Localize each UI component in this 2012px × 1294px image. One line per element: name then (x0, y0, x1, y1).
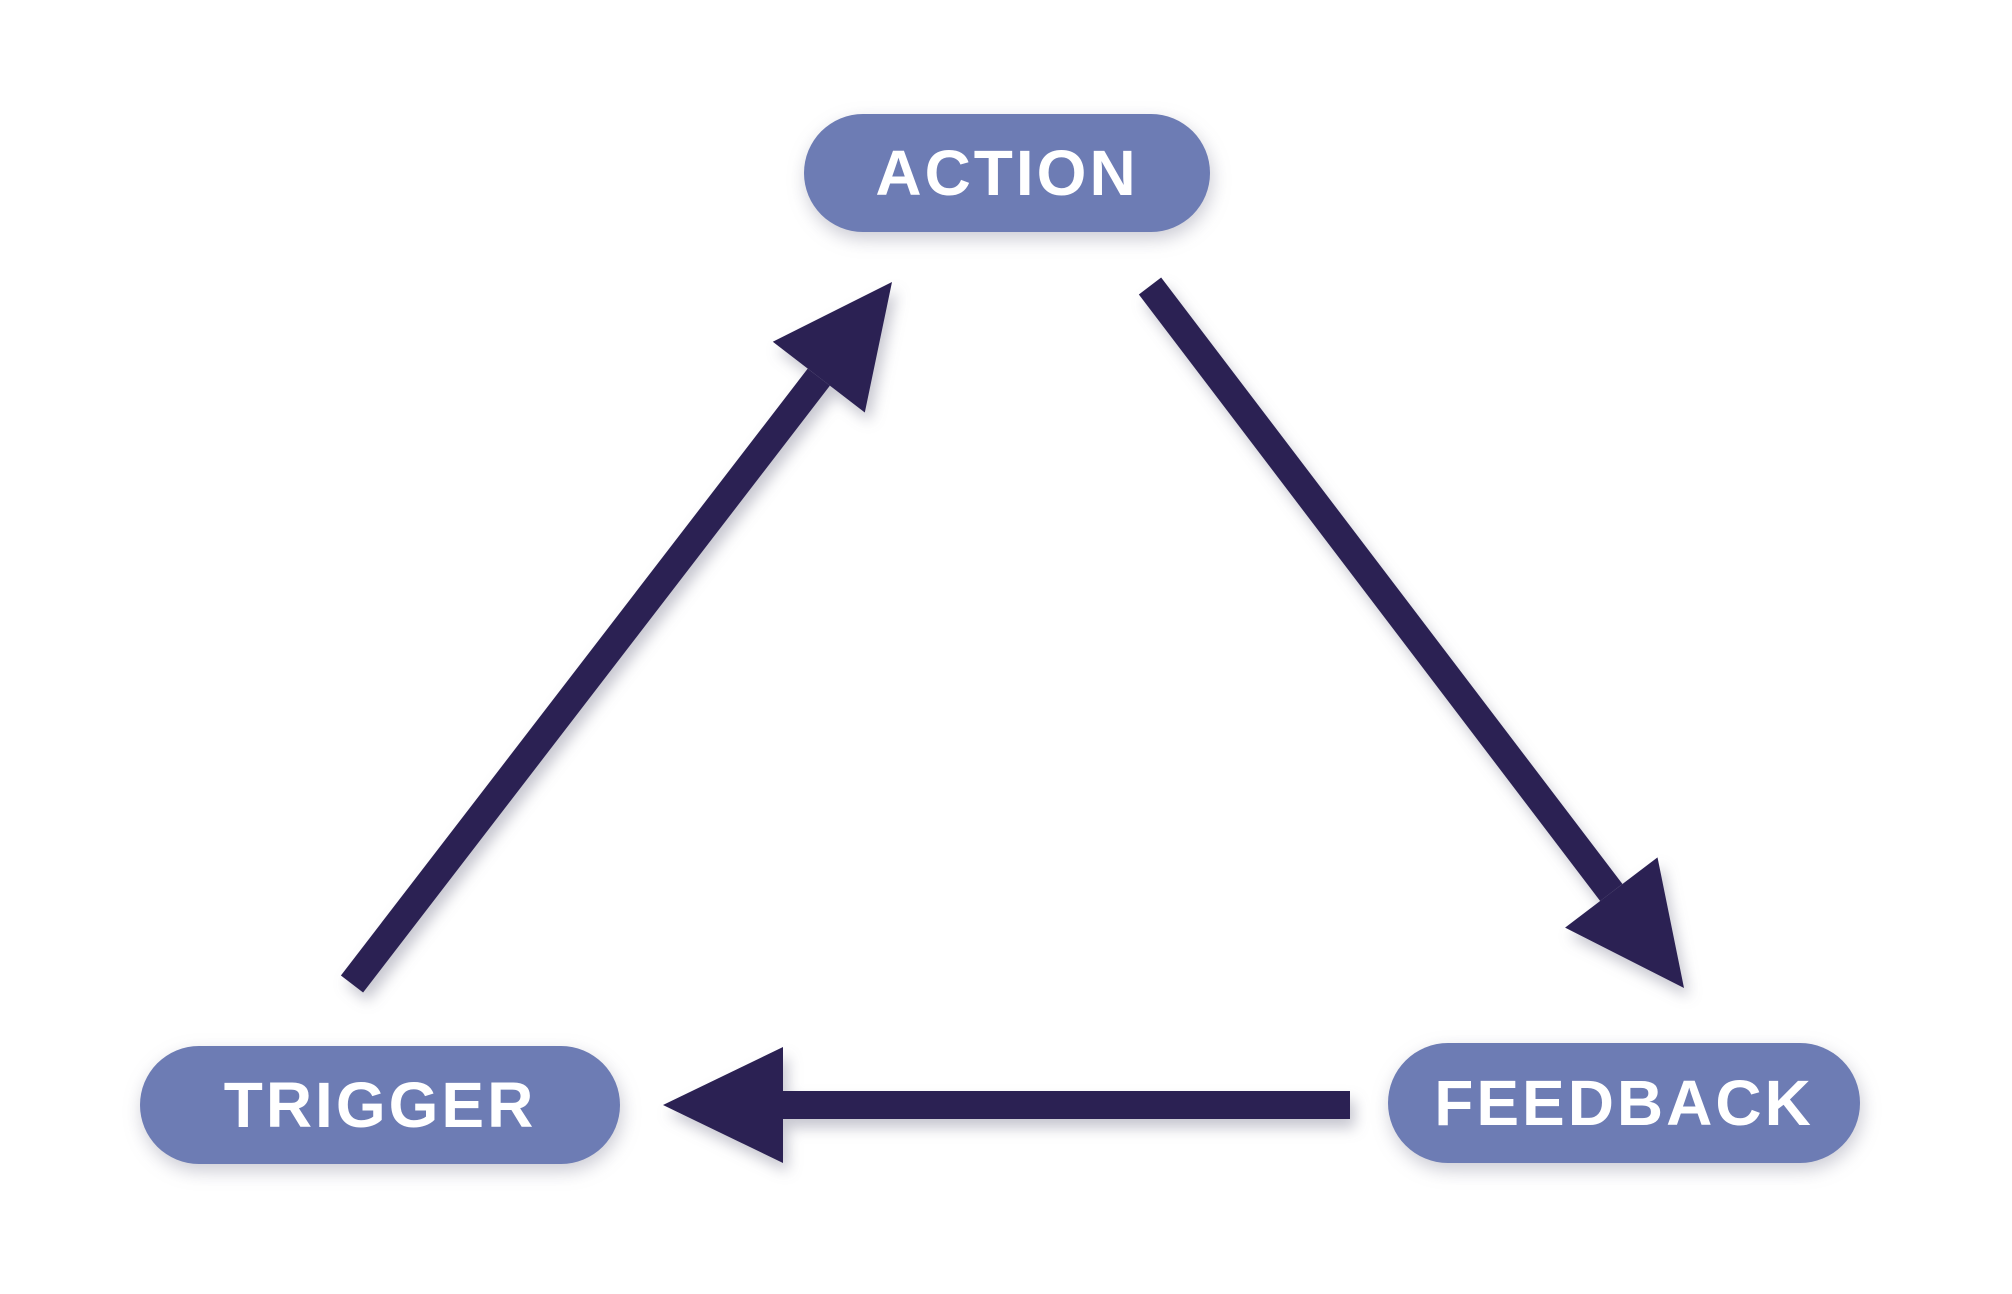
node-action-label: ACTION (875, 137, 1139, 209)
node-action: ACTION (804, 114, 1210, 232)
arrow-feedback-to-trigger-head (663, 1047, 783, 1163)
arrow-action-to-feedback (1138, 277, 1684, 988)
node-trigger-label: TRIGGER (223, 1069, 537, 1141)
arrow-action-to-feedback-head (1565, 857, 1684, 988)
arrow-feedback-to-trigger (663, 1047, 1350, 1163)
arrow-trigger-to-action-head (772, 282, 892, 413)
node-feedback-label: FEEDBACK (1434, 1067, 1814, 1139)
arrow-action-to-feedback-shaft (1138, 277, 1623, 901)
node-trigger: TRIGGER (140, 1046, 620, 1164)
arrow-trigger-to-action (340, 282, 892, 993)
arrow-trigger-to-action-shaft (340, 368, 830, 993)
node-feedback: FEEDBACK (1388, 1043, 1860, 1163)
